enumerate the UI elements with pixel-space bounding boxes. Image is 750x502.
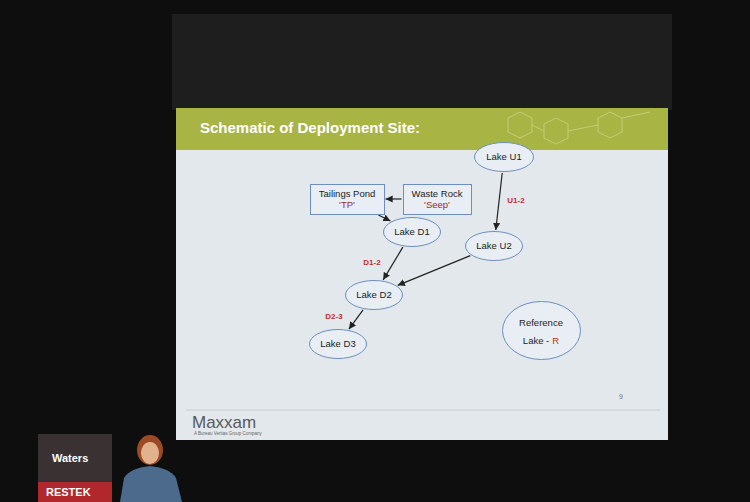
slide-header-band (176, 108, 668, 150)
ellipse-shape (502, 301, 580, 359)
ellipse-shape (310, 330, 367, 359)
node-text-group: Lake D1 (394, 226, 429, 237)
speaker-face (141, 442, 159, 464)
bond-line (532, 125, 544, 131)
sponsor-sign (38, 434, 112, 502)
bond-line (568, 125, 598, 131)
node-label: Lake D3 (320, 338, 355, 349)
node-label: Tailings Pond (319, 188, 376, 199)
node-label: Waste Rock (412, 188, 463, 199)
source-box: Waste Rock'Seep' (403, 184, 472, 215)
node-text-group: Reference Lake -R (516, 312, 566, 348)
edge-label: D2-3 (325, 313, 342, 322)
hexagon (508, 112, 532, 138)
logo-tagline: A Bureau Veritas Group Company (194, 432, 262, 437)
sponsor-name: Waters (52, 452, 88, 464)
speaker-jacket (120, 466, 182, 502)
slide-ground (176, 108, 668, 440)
flow-arrow (386, 198, 402, 199)
molecule-pattern (508, 112, 650, 144)
node-label: 'TP' (319, 199, 376, 210)
page-number: 9 (619, 393, 623, 401)
sponsor-name: RESTEK (46, 486, 91, 498)
lake-ellipse: Lake D3 (309, 329, 367, 359)
node-label: Lake U1 (486, 151, 521, 162)
flow-arrow (383, 247, 403, 280)
lake-ellipse: Lake U2 (465, 231, 523, 261)
ellipse-shape (475, 143, 534, 172)
node-text-group: Lake D2 (356, 289, 391, 300)
ellipse-shape (384, 218, 441, 247)
node-text-group: Lake U1 (486, 151, 521, 162)
flow-arrow (496, 173, 502, 230)
edge-label: U1-2 (507, 197, 524, 206)
node-text-group: Tailings Pond'TP' (319, 188, 376, 211)
lake-ellipse: Lake D1 (383, 217, 441, 247)
lake-ellipse: Lake U1 (474, 142, 534, 172)
bond-line (622, 112, 650, 118)
edge-label: D1-2 (363, 259, 380, 268)
footer-rule (186, 410, 660, 411)
node-text-group: Lake U2 (476, 240, 511, 251)
node-label: Lake D1 (394, 226, 429, 237)
node-label: R (552, 335, 559, 346)
speaker-hair (137, 435, 163, 465)
node-label: Lake U2 (476, 240, 511, 251)
ellipse-outline (502, 301, 581, 360)
unlit-screen (172, 14, 672, 110)
ellipse-shape (466, 232, 523, 261)
lake-ellipse: Lake D2 (345, 280, 403, 310)
flow-arrow (349, 310, 363, 329)
sign-band (38, 482, 112, 502)
ellipse-shape (346, 281, 403, 310)
slide-title: Schematic of Deployment Site: (200, 120, 420, 137)
company-logo: Maxxam (192, 414, 256, 433)
hexagon (598, 112, 622, 138)
flow-arrow (398, 256, 471, 286)
reference-lake-ellipse: Reference Lake -R (502, 301, 581, 360)
node-label: Lake D2 (356, 289, 391, 300)
node-text-group: Lake D3 (320, 338, 355, 349)
node-label: 'Seep' (412, 199, 463, 210)
node-text-group: Waste Rock'Seep' (412, 188, 463, 211)
hexagon (544, 118, 568, 144)
source-box: Tailings Pond'TP' (310, 184, 385, 215)
flow-arrow (378, 215, 390, 221)
